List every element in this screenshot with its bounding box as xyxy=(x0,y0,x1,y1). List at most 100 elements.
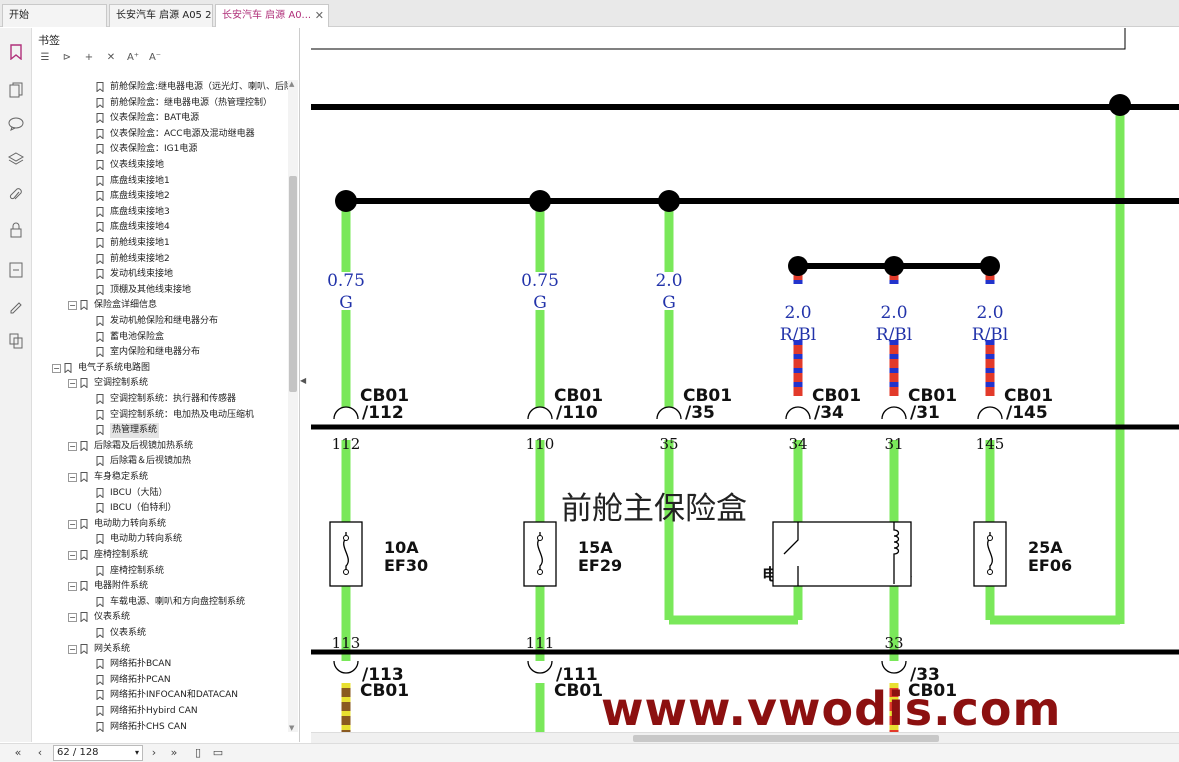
collapse-toggle-icon[interactable]: − xyxy=(68,301,77,311)
layers-icon[interactable] xyxy=(6,149,26,169)
bookmark-label: 前舱保险盒：继电器电源（热管理控制） xyxy=(110,97,273,108)
wire-gauge-label: 2.0 xyxy=(880,303,907,323)
bookmark-item[interactable]: −网关系统 xyxy=(32,642,288,658)
tab-document-2-active[interactable]: 长安汽车 启源 A0...✕ xyxy=(215,4,329,27)
collapse-toggle-icon[interactable]: − xyxy=(52,363,61,373)
bookmark-icon[interactable] xyxy=(6,42,26,62)
pin-number: 145 xyxy=(976,435,1005,453)
attachment-icon[interactable] xyxy=(6,185,26,205)
bookmark-item[interactable]: 底盘线束接地2 xyxy=(32,189,288,205)
bookmark-icon xyxy=(96,113,104,124)
next-page-icon[interactable]: › xyxy=(151,746,157,759)
tab-document-1[interactable]: 长安汽车 启源 A05 20... xyxy=(109,4,213,27)
bookmark-item[interactable]: 底盘线束接地4 xyxy=(32,220,288,236)
bookmark-item[interactable]: 电动助力转向系统 xyxy=(32,532,288,548)
bookmark-item[interactable]: 后除霜＆后视镜加热 xyxy=(32,454,288,470)
bookmark-item[interactable]: 网络拓扑Hybird CAN xyxy=(32,704,288,720)
bookmark-item[interactable]: 网络拓扑BCAN xyxy=(32,657,288,673)
outline-icon[interactable]: ☰ xyxy=(40,52,50,63)
bookmark-item[interactable]: 热管理系统 xyxy=(32,423,288,439)
bookmark-item[interactable]: 仪表线束接地 xyxy=(32,158,288,174)
scroll-down-icon[interactable]: ▼ xyxy=(289,724,295,732)
single-page-icon[interactable]: ▯ xyxy=(194,746,202,759)
bookmark-label: IBCU（大陆） xyxy=(110,487,168,498)
collapse-toggle-icon[interactable]: − xyxy=(68,644,77,654)
collapse-toggle-icon[interactable]: − xyxy=(68,473,77,482)
bookmark-item[interactable]: 发动机舱保险和继电器分布 xyxy=(32,314,288,330)
compare-icon[interactable] xyxy=(6,331,26,351)
prev-page-icon[interactable]: ‹ xyxy=(37,746,43,759)
bookmark-icon xyxy=(80,518,88,529)
bookmark-item[interactable]: − 座椅控制系统 xyxy=(32,548,288,564)
bookmark-label: 仪表保险盒：ACC电源及混动继电器 xyxy=(110,128,255,139)
collapse-toggle-icon[interactable]: − xyxy=(68,519,77,529)
bookmark-item[interactable]: 仪表系统 xyxy=(32,626,288,642)
bookmark-label: 电动助力转向系统 xyxy=(94,518,167,529)
bookmark-item[interactable]: 前舱线束接地1 xyxy=(32,236,288,252)
bookmark-item[interactable]: − 电动助力转向系统 xyxy=(32,517,288,533)
chevron-down-icon[interactable]: ▾ xyxy=(134,748,139,757)
bookmark-item[interactable]: 前舱线束接地2 xyxy=(32,252,288,268)
bookmark-item[interactable]: 蓄电池保险盒 xyxy=(32,330,288,346)
bookmark-item[interactable]: 座椅控制系统 xyxy=(32,564,288,580)
close-icon[interactable]: ✕ xyxy=(314,9,324,22)
bookmark-item[interactable]: 前舱保险盒：继电器电源（热管理控制） xyxy=(32,96,288,112)
bookmark-item[interactable]: 仪表保险盒：BAT电源 xyxy=(32,111,288,127)
bookmark-item[interactable]: 室内保险和继电器分布 xyxy=(32,345,288,361)
font-increase-icon[interactable]: A⁺ xyxy=(126,52,140,63)
bookmark-item[interactable]: −后除霜及后视镜加热系统 xyxy=(32,439,288,455)
font-decrease-icon[interactable]: A⁻ xyxy=(148,52,162,63)
bookmark-item[interactable]: −保险盒详细信息 xyxy=(32,298,288,314)
collapse-panel-icon[interactable]: ◀ xyxy=(300,376,307,385)
bookmark-item[interactable]: −电气子系统电路图 xyxy=(32,361,288,377)
expand-bookmark-icon[interactable]: ⊳ xyxy=(62,52,72,63)
last-page-icon[interactable]: » xyxy=(170,746,178,759)
delete-bookmark-icon[interactable]: ✕ xyxy=(106,52,116,63)
collapse-toggle-icon[interactable]: − xyxy=(68,441,77,451)
bookmark-scrollbar[interactable]: ▲ ▼ xyxy=(288,80,298,732)
bookmark-item[interactable]: 发动机线束接地 xyxy=(32,267,288,283)
first-page-icon[interactable]: « xyxy=(14,746,22,759)
tab-start[interactable]: 开始 xyxy=(2,4,107,27)
pages-icon[interactable] xyxy=(6,80,26,100)
bookmark-item[interactable]: 网络拓扑PCAN xyxy=(32,673,288,689)
bookmark-item[interactable]: −电器附件系统 xyxy=(32,579,288,595)
lock-icon[interactable] xyxy=(6,220,26,240)
bookmark-item[interactable]: 网络拓扑INFOCAN和DATACAN xyxy=(32,688,288,704)
bookmark-item[interactable]: −空调控制系统 xyxy=(32,376,288,392)
scroll-thumb[interactable] xyxy=(633,735,939,742)
tab-label: 长安汽车 启源 A05 20... xyxy=(116,10,212,21)
continuous-page-icon[interactable]: ▭ xyxy=(212,746,224,759)
scroll-thumb[interactable] xyxy=(289,176,297,392)
fuse-terminal xyxy=(987,569,993,575)
collapse-toggle-icon[interactable]: − xyxy=(68,613,77,623)
bookmark-item[interactable]: 空调控制系统：电加热及电动压缩机 xyxy=(32,408,288,424)
bookmark-item[interactable]: 仪表保险盒：IG1电源 xyxy=(32,142,288,158)
bookmark-label: 底盘线束接地1 xyxy=(110,175,170,186)
bookmark-item[interactable]: 底盘线束接地3 xyxy=(32,205,288,221)
collapse-toggle-icon[interactable]: − xyxy=(68,551,77,560)
collapse-toggle-icon[interactable]: − xyxy=(68,582,77,592)
add-bookmark-icon[interactable]: + xyxy=(84,52,94,63)
horizontal-scrollbar[interactable] xyxy=(311,732,1179,743)
bookmark-item[interactable]: 网络拓扑CHS CAN xyxy=(32,720,288,732)
page-number-input[interactable]: 62 / 128▾ xyxy=(53,745,143,761)
bookmark-item[interactable]: 仪表保险盒：ACC电源及混动继电器 xyxy=(32,127,288,143)
bookmark-item[interactable]: 前舱保险盒:继电器电源（远光灯、喇叭、后除霜 xyxy=(32,80,288,96)
form-icon[interactable] xyxy=(6,260,26,280)
bookmark-item[interactable]: 空调控制系统：执行器和传感器 xyxy=(32,392,288,408)
bookmark-label: 座椅控制系统 xyxy=(94,550,149,560)
bookmark-item[interactable]: −仪表系统 xyxy=(32,610,288,626)
bookmark-item[interactable]: IBCU（大陆） xyxy=(32,486,288,502)
scroll-up-icon[interactable]: ▲ xyxy=(289,80,295,88)
bookmark-item[interactable]: 顶棚及其他线束接地 xyxy=(32,283,288,299)
collapse-toggle-icon[interactable]: − xyxy=(68,379,77,389)
bookmark-item[interactable]: 底盘线束接地1 xyxy=(32,174,288,190)
bookmark-item[interactable]: IBCU（伯特利） xyxy=(32,501,288,517)
bookmark-item[interactable]: 车载电源、喇叭和方向盘控制系统 xyxy=(32,595,288,611)
sign-icon[interactable] xyxy=(6,296,26,316)
bookmark-item[interactable]: −车身稳定系统 xyxy=(32,470,288,486)
pin-number: 31 xyxy=(884,435,903,453)
comment-icon[interactable] xyxy=(6,114,26,134)
